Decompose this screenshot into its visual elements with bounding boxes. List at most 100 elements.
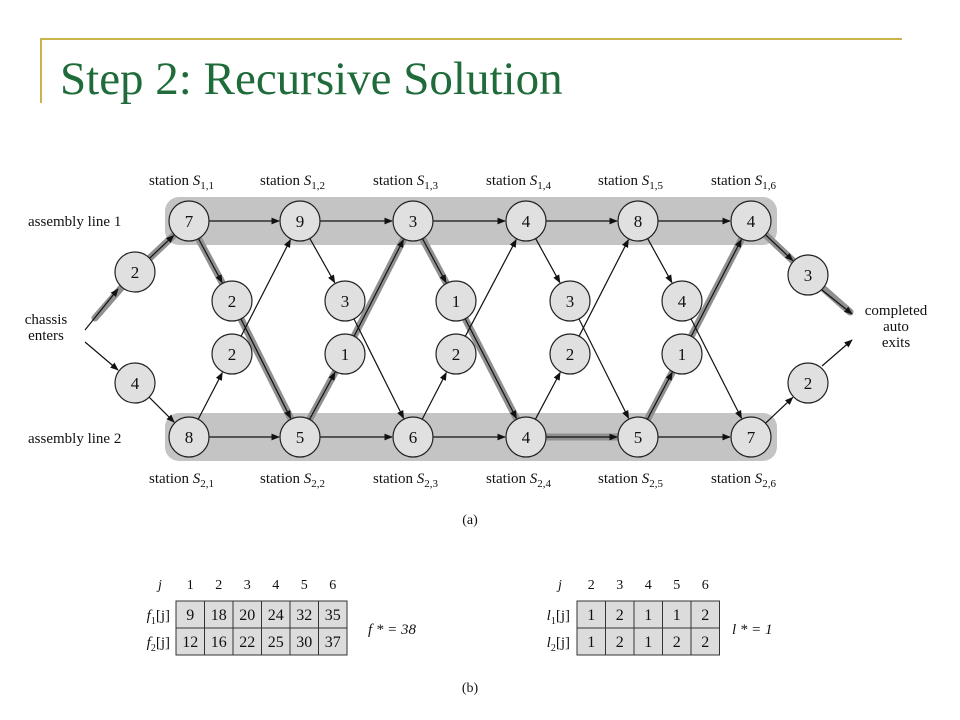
transfer-arrow bbox=[690, 318, 743, 420]
table-l-cell bbox=[690, 600, 720, 629]
table-f-cell bbox=[261, 600, 291, 629]
station-line1 bbox=[730, 200, 772, 242]
table-f-col-header: 3 bbox=[244, 578, 251, 593]
table-l-cell-value: 1 bbox=[673, 607, 681, 624]
station-line2-label: 5 bbox=[296, 428, 305, 447]
table-l-col-header: 3 bbox=[616, 578, 623, 593]
transfer-arrow bbox=[197, 238, 223, 284]
station-label-line2: station S2,3 bbox=[373, 471, 439, 490]
transfer-arrow bbox=[421, 371, 447, 420]
table-l-cell-value: 1 bbox=[644, 607, 652, 624]
exit-arrow bbox=[821, 289, 853, 315]
table-l-col-header: 4 bbox=[645, 578, 652, 593]
transfer-arrow bbox=[578, 318, 630, 419]
completed-exits-label: exits bbox=[882, 335, 910, 351]
transfer-arrow bbox=[353, 318, 405, 419]
table-f-cell-value: 25 bbox=[268, 634, 284, 651]
station-line2 bbox=[279, 416, 321, 458]
transfer-cost-2-to-1 bbox=[661, 333, 703, 375]
station-line1-label: 4 bbox=[522, 212, 531, 231]
table-l-cell bbox=[576, 627, 606, 656]
caption-a: (a) bbox=[462, 513, 478, 528]
station-line1-label: 7 bbox=[185, 212, 194, 231]
completed-exits-label: completed bbox=[865, 303, 928, 319]
station-line2-label: 8 bbox=[185, 428, 194, 447]
station-line1-label: 3 bbox=[409, 212, 418, 231]
title-accent-bar bbox=[40, 38, 42, 103]
table-f-cell bbox=[232, 600, 262, 629]
table-f-result: f * = 38 bbox=[368, 622, 417, 638]
station-line1 bbox=[617, 200, 659, 242]
transfer-arrow bbox=[464, 238, 517, 337]
table-f-cell-value: 12 bbox=[182, 634, 198, 651]
station-line2 bbox=[617, 416, 659, 458]
entry-cost-line1-label: 2 bbox=[131, 263, 140, 282]
chassis-enters-label: chassis bbox=[25, 312, 68, 328]
table-l-cell-value: 2 bbox=[673, 634, 681, 651]
transfer-arrow bbox=[534, 371, 561, 420]
completed-exits-label: auto bbox=[883, 319, 909, 335]
title-accent-line bbox=[40, 38, 902, 40]
station-label-line2: station S2,6 bbox=[711, 471, 777, 490]
table-f-cell bbox=[289, 627, 319, 656]
table-l-col-header: 6 bbox=[702, 578, 709, 593]
transfer-cost-2-to-1 bbox=[324, 333, 366, 375]
station-line1 bbox=[279, 200, 321, 242]
transfer-cost-2-to-1-label: 2 bbox=[228, 345, 237, 364]
exit-arrow bbox=[821, 339, 853, 367]
table-l-cell bbox=[633, 627, 663, 656]
table-f-cell-value: 30 bbox=[296, 634, 312, 651]
transfer-cost-2-to-1 bbox=[549, 333, 591, 375]
transfer-arrow bbox=[647, 238, 673, 284]
table-f-cell-value: 37 bbox=[325, 634, 341, 651]
station-line1 bbox=[168, 200, 210, 242]
station-label-line2: station S2,5 bbox=[598, 471, 664, 490]
station-line2-label: 4 bbox=[522, 428, 531, 447]
table-f-cell-value: 24 bbox=[268, 607, 284, 624]
station-label-line2: station S2,4 bbox=[486, 471, 552, 490]
table-f-col-header: 5 bbox=[301, 578, 308, 593]
station-line2 bbox=[392, 416, 434, 458]
exit-arrow bbox=[765, 234, 794, 262]
station-label-line1: station S1,3 bbox=[373, 173, 439, 192]
transfer-arrow bbox=[309, 238, 336, 284]
assembly-line-1-label: assembly line 1 bbox=[28, 214, 121, 230]
transfer-cost-1-to-2-label: 2 bbox=[228, 292, 237, 311]
table-f-cell-value: 22 bbox=[239, 634, 255, 651]
table-l-result: l * = 1 bbox=[732, 622, 773, 638]
transfer-arrow bbox=[690, 238, 742, 337]
transfer-arrow bbox=[240, 238, 291, 337]
transfer-cost-1-to-2 bbox=[435, 280, 477, 322]
table-f-header-j: j bbox=[156, 578, 162, 593]
transfer-cost-2-to-1-label: 2 bbox=[566, 345, 575, 364]
table-l-cell bbox=[690, 627, 720, 656]
entry-cost-line1 bbox=[114, 251, 156, 293]
entry-cost-line2-label: 4 bbox=[131, 374, 140, 393]
table-l-cell-value: 1 bbox=[587, 634, 595, 651]
station-line2-label: 5 bbox=[634, 428, 643, 447]
transfer-cost-1-to-2-label: 3 bbox=[566, 292, 575, 311]
entry-arrow bbox=[84, 288, 119, 331]
table-l-header-j: j bbox=[556, 578, 562, 593]
transfer-cost-1-to-2 bbox=[549, 280, 591, 322]
transfer-arrow bbox=[309, 371, 336, 420]
exit-cost-line1 bbox=[787, 254, 829, 296]
station-line2-label: 6 bbox=[409, 428, 418, 447]
table-l-cell bbox=[662, 627, 692, 656]
table-f-col-header: 1 bbox=[187, 578, 194, 593]
station-label-line1: station S1,5 bbox=[598, 173, 664, 192]
station-label-line1: station S1,6 bbox=[711, 173, 777, 192]
caption-b: (b) bbox=[462, 681, 479, 696]
transfer-arrow bbox=[421, 238, 447, 284]
slide-title: Step 2: Recursive Solution bbox=[60, 53, 563, 105]
transfer-cost-1-to-2-label: 4 bbox=[678, 292, 687, 311]
station-line2 bbox=[168, 416, 210, 458]
transfer-cost-2-to-1-label: 1 bbox=[341, 345, 350, 364]
exit-cost-line2 bbox=[787, 362, 829, 404]
transfer-cost-1-to-2 bbox=[211, 280, 253, 322]
station-line1 bbox=[392, 200, 434, 242]
table-l-cell bbox=[605, 627, 635, 656]
table-f-cell-value: 20 bbox=[239, 607, 255, 624]
exit-arrow bbox=[765, 396, 794, 424]
